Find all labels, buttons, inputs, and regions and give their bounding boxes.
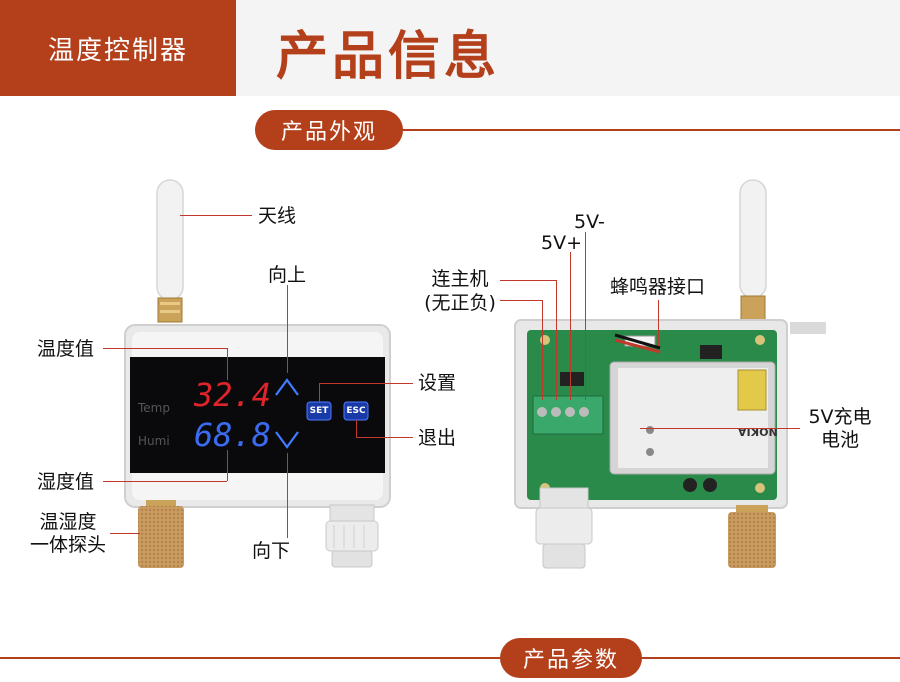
probe-label-line1: 温湿度 <box>39 511 97 533</box>
battery-label-line1: 5V充电 <box>808 406 872 428</box>
display-humi-label: Humi <box>138 434 170 448</box>
probe-label-line2: 一体探头 <box>29 534 106 556</box>
section-appearance: 产品外观 <box>255 110 403 150</box>
host-label-line1: 连主机 <box>431 268 489 290</box>
settings-leader-h <box>319 383 413 384</box>
temp-reading: 32.4 <box>194 376 272 414</box>
temp-value-leader-v <box>227 348 228 380</box>
up-arrow-icon[interactable] <box>275 378 299 396</box>
host-leader-a-v <box>556 280 557 400</box>
cable-gland-icon <box>325 504 379 568</box>
right-probe-icon <box>728 505 776 568</box>
esc-button[interactable]: ESC <box>346 406 366 416</box>
humi-value-leader-h <box>103 481 227 482</box>
v-plus-label: 5V+ <box>541 232 583 254</box>
host-leader-a-h <box>500 280 556 281</box>
temp-value-leader-h <box>103 348 227 349</box>
down-leader <box>287 453 288 538</box>
v-plus-leader <box>570 252 571 400</box>
display-temp-label: Temp <box>138 401 170 415</box>
parameters-divider-left <box>0 657 500 659</box>
appearance-divider <box>400 129 900 131</box>
section-parameters: 产品参数 <box>500 638 642 678</box>
buzzer-label: 蜂鸣器接口 <box>610 276 706 298</box>
header-bar: 温度控制器 产品信息 <box>0 0 900 96</box>
settings-label: 设置 <box>418 372 457 394</box>
battery-leader <box>640 428 800 429</box>
down-arrow-icon[interactable] <box>275 431 299 449</box>
antenna-leader <box>180 215 252 216</box>
exit-leader-v <box>356 420 357 437</box>
battery-brand: NOKIA <box>738 425 778 438</box>
v-minus-label: 5V- <box>574 211 605 233</box>
host-leader-b-v <box>542 300 543 400</box>
parameters-divider-right <box>640 657 900 659</box>
exit-leader-h <box>356 437 413 438</box>
temp-value-label: 温度值 <box>37 338 95 360</box>
right-antenna-icon <box>739 179 767 327</box>
right-cable-gland-icon <box>535 487 593 569</box>
probe-leader <box>110 533 140 534</box>
buzzer-leader <box>658 300 659 346</box>
brand-box: 温度控制器 <box>0 0 236 96</box>
humi-reading: 68.8 <box>194 416 272 454</box>
display-screen <box>130 357 385 473</box>
probe-icon <box>138 500 184 568</box>
antenna-icon <box>156 179 184 323</box>
set-button[interactable]: SET <box>309 406 329 416</box>
host-leader-b-h <box>500 300 542 301</box>
battery-icon <box>609 361 776 475</box>
exit-label: 退出 <box>418 427 457 449</box>
page-title: 产品信息 <box>276 27 501 87</box>
up-label: 向上 <box>268 264 307 286</box>
humi-value-leader-v <box>227 450 228 481</box>
brand-text: 温度控制器 <box>47 35 188 66</box>
terminal-block-icon <box>532 395 604 435</box>
host-label-line2: (无正负) <box>424 292 496 314</box>
lid-hinge <box>790 322 826 334</box>
settings-leader-v <box>319 383 320 403</box>
antenna-label: 天线 <box>258 205 297 227</box>
humi-value-label: 湿度值 <box>37 471 95 493</box>
v-minus-leader <box>585 232 586 400</box>
down-label: 向下 <box>252 540 291 562</box>
up-leader <box>287 285 288 373</box>
battery-label-line2: 电池 <box>820 429 859 451</box>
